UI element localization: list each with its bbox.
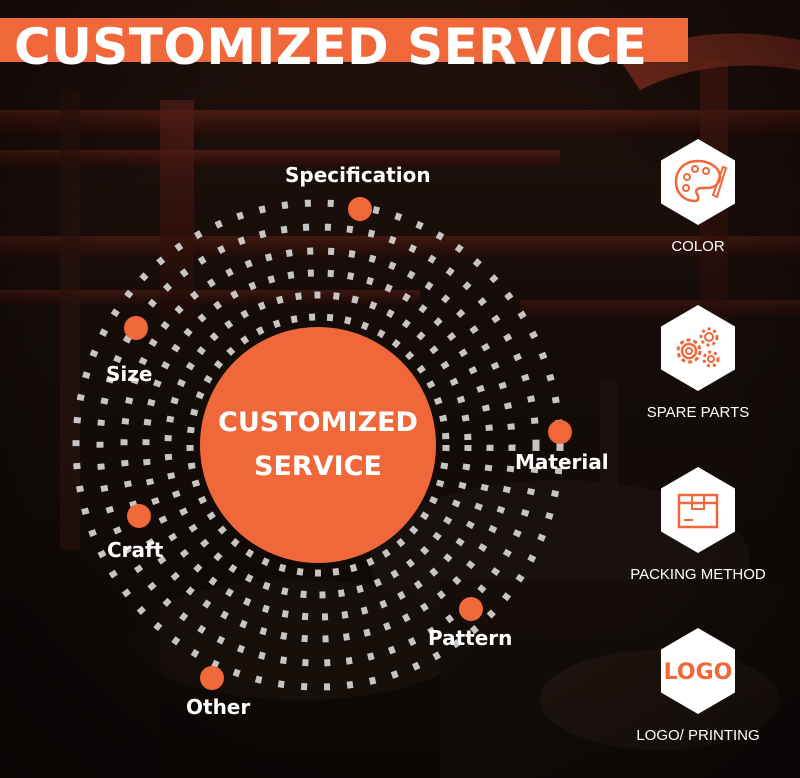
material-dot xyxy=(548,420,572,444)
service-color: COLOR xyxy=(623,137,773,254)
title-banner xyxy=(0,18,688,62)
logo-icon: LOGO xyxy=(661,628,735,714)
svg-text:LOGO: LOGO xyxy=(664,660,733,685)
craft-dot xyxy=(127,504,151,528)
page-title: CUSTOMIZED SERVICE xyxy=(14,18,648,76)
craft-label: Craft xyxy=(107,538,164,562)
service-packing-method: PACKING METHOD xyxy=(623,465,773,582)
size-label: Size xyxy=(106,362,153,386)
specification-dot xyxy=(348,197,372,221)
service-color-label: COLOR xyxy=(671,238,725,255)
service-logo-printing-label: LOGO/ PRINTING xyxy=(636,727,760,744)
center-circle: CUSTOMIZED SERVICE xyxy=(200,327,436,563)
service-spare-parts: SPARE PARTS xyxy=(623,303,773,420)
specification-label: Specification xyxy=(285,163,431,187)
center-title-line1: CUSTOMIZED xyxy=(218,407,418,438)
other-label: Other xyxy=(186,695,251,719)
gears-icon xyxy=(661,305,735,391)
pattern-dot xyxy=(459,597,483,621)
service-spare-parts-label: SPARE PARTS xyxy=(646,404,750,421)
box-icon xyxy=(661,467,735,553)
service-packing-method-label: PACKING METHOD xyxy=(630,566,766,583)
other-dot xyxy=(200,666,224,690)
service-logo-printing: LOGO LOGO/ PRINTING xyxy=(623,626,773,743)
center-title-line2: SERVICE xyxy=(254,451,382,482)
material-label: Material xyxy=(515,450,609,474)
size-dot xyxy=(124,316,148,340)
pattern-label: Pattern xyxy=(428,626,513,650)
palette-icon xyxy=(661,139,735,225)
